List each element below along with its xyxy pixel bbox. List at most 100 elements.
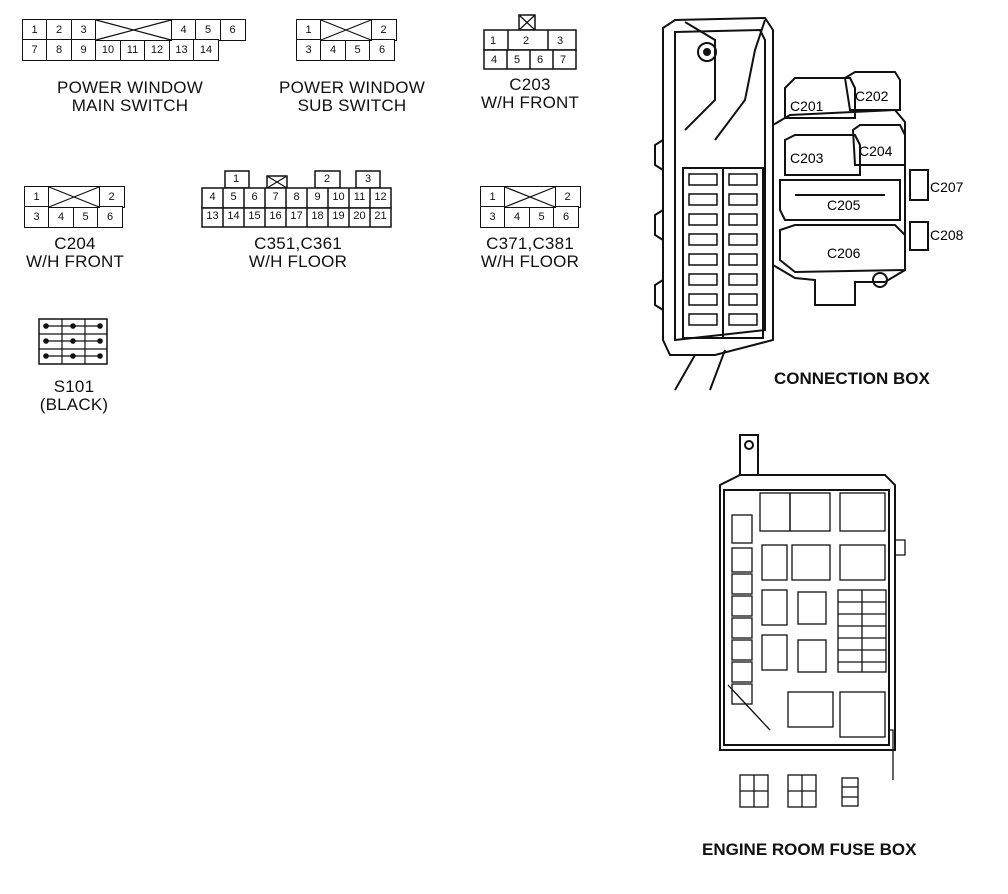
pin: 4 <box>491 54 498 66</box>
pin: 7 <box>560 54 567 66</box>
pin: 2 <box>46 18 72 41</box>
pin: 6 <box>537 54 544 66</box>
pin: 10 <box>332 191 345 203</box>
pin: 1 <box>233 173 240 185</box>
pin: 3 <box>23 206 50 228</box>
label-line-1: C203 <box>509 75 551 94</box>
connector-row-1: 4 5 6 7 8 9 10 11 12 <box>202 191 391 203</box>
pin: 1 <box>490 35 497 47</box>
pin: 4 <box>170 18 197 41</box>
pin: 9 <box>314 191 321 203</box>
pin: 18 <box>311 210 324 222</box>
pin: 1 <box>23 185 50 208</box>
pin: 8 <box>293 191 300 203</box>
s101-splice-connector <box>38 318 108 365</box>
pin: 2 <box>370 18 397 41</box>
label-line-1: S101 <box>53 377 95 396</box>
c351-c361-connector: 1 2 3 4 5 6 7 8 9 10 11 12 13 14 15 16 1… <box>201 170 396 235</box>
pin: 2 <box>523 35 530 47</box>
connection-box-title: CONNECTION BOX <box>774 369 930 388</box>
pin: 5 <box>344 39 371 61</box>
c201-label: C201 <box>790 98 824 114</box>
c204-label: C204 W/H FRONT <box>10 235 140 271</box>
c202-label: C202 <box>855 88 889 104</box>
label-line-2: W/H FLOOR <box>248 252 348 271</box>
connector-row-1: 1 2 3 4 5 6 <box>21 18 246 41</box>
pin: 9 <box>70 39 97 61</box>
pin: 6 <box>553 206 579 228</box>
pin: 5 <box>514 54 521 66</box>
label-line-2: MAIN SWITCH <box>71 96 189 115</box>
pin: 6 <box>251 191 258 203</box>
c203-connector: 1 2 3 4 5 6 7 <box>483 14 583 77</box>
pin: 12 <box>144 39 170 61</box>
pin: 17 <box>290 210 303 222</box>
label-line-2: SUB SWITCH <box>297 96 407 115</box>
pin: 1 <box>295 18 322 41</box>
blank-pin-cross <box>320 18 372 41</box>
pin: 14 <box>227 210 240 222</box>
label-line-1: C351,C361 <box>254 234 342 253</box>
pin: 6 <box>97 206 123 228</box>
pin: 2 <box>324 173 331 185</box>
pin: 16 <box>269 210 282 222</box>
pin: 1 <box>479 185 506 208</box>
connector-row-2: 7 8 9 10 11 12 13 14 <box>21 39 246 61</box>
pin: 4 <box>209 191 216 203</box>
connection-box-drawing: C201 C202 C203 C204 C205 C206 C207 C208 <box>654 16 964 391</box>
engine-room-fuse-box-title: ENGINE ROOM FUSE BOX <box>702 840 917 859</box>
label-line-1: POWER WINDOW <box>57 78 203 97</box>
s101-label: S101 (BLACK) <box>14 378 134 414</box>
pin: 4 <box>504 206 530 228</box>
pin: 7 <box>21 39 48 61</box>
power-window-main-switch-label: POWER WINDOW MAIN SWITCH <box>30 79 230 115</box>
label-line-2: W/H FLOOR <box>480 252 580 271</box>
label-line-1: POWER WINDOW <box>279 78 425 97</box>
c204-connector: 1 2 3 4 5 6 <box>23 185 125 228</box>
pin: 1 <box>21 18 48 41</box>
pin: 5 <box>230 191 237 203</box>
connector-row-2: 3 4 5 6 <box>23 206 125 228</box>
pin: 15 <box>248 210 261 222</box>
c351-c361-label: C351,C361 W/H FLOOR <box>218 235 378 271</box>
pin: 10 <box>95 39 121 61</box>
pin: 14 <box>193 39 219 61</box>
c203-box-label: C203 <box>790 150 824 166</box>
power-window-main-switch-connector: 1 2 3 4 5 6 7 8 9 10 11 12 13 14 <box>21 18 246 61</box>
pin: 3 <box>70 18 97 41</box>
label-line-1: C371,C381 <box>486 234 574 253</box>
c206-label: C206 <box>827 245 861 261</box>
pin: 7 <box>272 191 279 203</box>
pin: 3 <box>479 206 506 228</box>
c207-label: C207 <box>930 179 964 195</box>
pin: 3 <box>557 35 564 47</box>
c204-box-label: C204 <box>859 143 893 159</box>
engine-room-fuse-box-drawing <box>719 434 906 808</box>
blank-pin-cross <box>504 185 556 208</box>
pin: 5 <box>528 206 555 228</box>
connector-row-2: 13 14 15 16 17 18 19 20 21 <box>202 210 391 222</box>
label-line-2: W/H FRONT <box>480 93 580 112</box>
power-window-sub-switch-connector: 1 2 3 4 5 6 <box>295 18 397 61</box>
pin: 4 <box>48 206 74 228</box>
pin: 6 <box>219 18 246 41</box>
pin: 13 <box>206 210 219 222</box>
connector-row-1: 1 2 <box>479 185 581 208</box>
pin: 3 <box>295 39 322 61</box>
pin: 21 <box>374 210 387 222</box>
power-window-sub-switch-label: POWER WINDOW SUB SWITCH <box>262 79 442 115</box>
pin: 12 <box>374 191 387 203</box>
pin: 11 <box>353 191 366 203</box>
connector-row-1: 1 2 <box>295 18 397 41</box>
c205-label: C205 <box>827 197 861 213</box>
c351-connector-body <box>201 170 392 228</box>
pin: 2 <box>98 185 125 208</box>
c371-c381-label: C371,C381 W/H FLOOR <box>465 235 595 271</box>
c203-connector-body <box>483 14 577 70</box>
connector-row-2: 3 4 5 6 <box>295 39 397 61</box>
c203-label: C203 W/H FRONT <box>470 76 590 112</box>
connector-row-1: 1 2 <box>23 185 125 208</box>
blank-pin-cross <box>48 185 100 208</box>
label-line-2: W/H FRONT <box>25 252 125 271</box>
pin: 5 <box>72 206 99 228</box>
